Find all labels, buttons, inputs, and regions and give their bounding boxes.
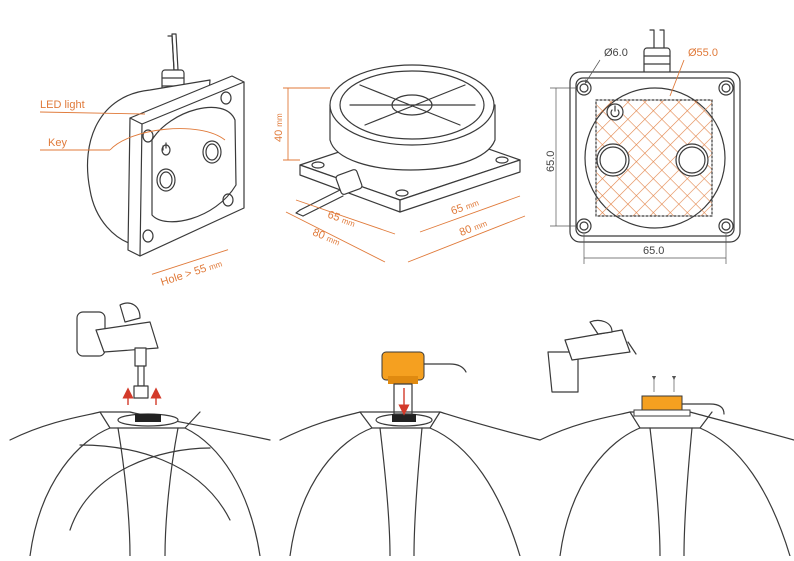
height-dimension: 40 mm xyxy=(273,87,330,161)
sensor-diameter-label: Ø55.0 xyxy=(688,47,718,59)
led-light-callout: LED light xyxy=(39,99,146,115)
svg-text:80 mm: 80 mm xyxy=(311,227,342,249)
height-unit: mm xyxy=(275,113,284,127)
svg-text:80 mm: 80 mm xyxy=(458,217,489,239)
led-light-label: LED light xyxy=(40,99,85,111)
hole-label: Hole xyxy=(159,270,184,288)
svg-text:65 mm: 65 mm xyxy=(326,209,357,230)
hole-dimension: Hole > 55 mm xyxy=(151,249,229,289)
side-dimension-label: 65.0 xyxy=(545,151,557,172)
hole-diameter-callout: Ø6.0 xyxy=(584,47,628,84)
hole-diameter-label: Ø6.0 xyxy=(604,47,628,59)
install-step-insert xyxy=(279,351,541,557)
svg-text:65 mm: 65 mm xyxy=(449,196,480,217)
bottom-dimension-label: 65.0 xyxy=(643,245,664,257)
key-callout: Key xyxy=(40,128,226,151)
width-3-value: 65 xyxy=(449,202,465,217)
hole-value: 55 xyxy=(193,263,208,278)
right-width-dimensions: 65 mm 80 mm xyxy=(407,195,526,263)
sensor-diameter-callout: Ø55.0 xyxy=(669,47,718,97)
install-step-drill xyxy=(9,302,271,557)
isometric-view-sensor xyxy=(295,64,521,217)
width-4-value: 80 xyxy=(458,223,474,239)
hole-gt: > xyxy=(184,267,194,280)
side-dimension: 65.0 xyxy=(545,87,578,227)
svg-text:Hole > 55 mm: Hole > 55 mm xyxy=(159,257,224,288)
front-view-sensor xyxy=(86,33,245,257)
install-step-tighten xyxy=(539,319,794,557)
height-value: 40 xyxy=(273,130,285,142)
hole-unit: mm xyxy=(208,259,224,272)
width-2-value: 80 xyxy=(311,227,327,243)
svg-text:40 mm: 40 mm xyxy=(273,113,285,142)
bottom-dimension: 65.0 xyxy=(583,234,727,264)
left-width-dimensions: 65 mm 80 mm xyxy=(285,199,396,263)
top-view-sensor xyxy=(569,29,741,243)
key-label: Key xyxy=(48,137,67,149)
width-1-value: 65 xyxy=(326,209,342,224)
